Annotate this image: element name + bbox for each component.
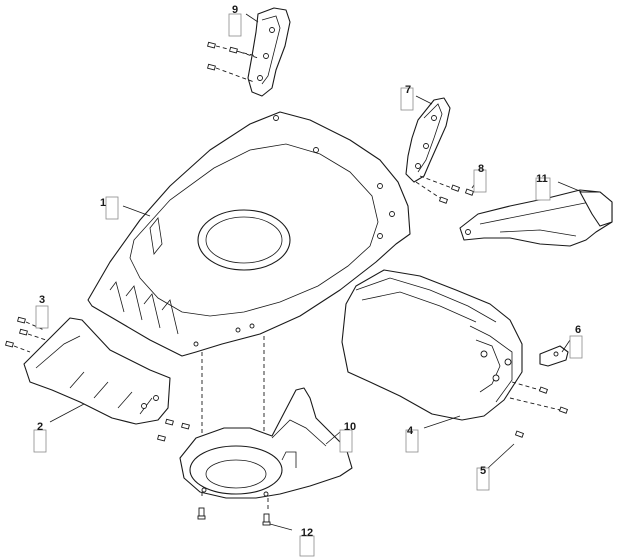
part-10-chute [179, 387, 353, 499]
callout-1-label: 1 [100, 197, 106, 209]
part-6-clip [539, 345, 569, 367]
callout-5-label: 5 [480, 465, 486, 477]
callout-2-label: 2 [37, 421, 43, 433]
callout-6: 6 [569, 324, 583, 359]
callout-7-label: 7 [405, 84, 411, 96]
callout-11-label: 11 [536, 173, 548, 185]
part-11-frame [459, 189, 613, 247]
callout-3: 3 [35, 294, 49, 329]
callout-4-label: 4 [407, 425, 414, 437]
callout-9-label: 9 [232, 4, 238, 16]
callout-3-label: 3 [39, 294, 45, 306]
part-4-collector [341, 269, 523, 421]
callout-8-label: 8 [478, 163, 484, 175]
part-7-bracket [405, 97, 451, 183]
callout-7: 7 [400, 84, 414, 111]
screws-part-12 [197, 507, 271, 526]
callout-1: 1 [100, 196, 119, 220]
callout-10: 10 [339, 421, 356, 453]
screws-part-9 [207, 41, 259, 83]
callout-12-label: 12 [301, 527, 313, 539]
leader-lines [43, 13, 583, 531]
screws-part-3 [5, 316, 190, 442]
callout-8: 8 [473, 163, 487, 193]
callout-6-label: 6 [575, 324, 581, 336]
screws-part-5 [509, 381, 569, 438]
part-9-bracket [247, 7, 291, 97]
screws-part-8 [415, 175, 475, 204]
callout-9: 9 [228, 4, 242, 37]
callout-10-label: 10 [344, 421, 356, 433]
part-1-deck [87, 111, 411, 357]
callout-11: 11 [535, 173, 551, 201]
callout-2: 2 [33, 421, 47, 453]
callout-4: 4 [405, 425, 419, 453]
callout-5: 5 [476, 465, 490, 491]
part-2-rear-flap [23, 317, 171, 425]
callout-12: 12 [299, 527, 315, 557]
